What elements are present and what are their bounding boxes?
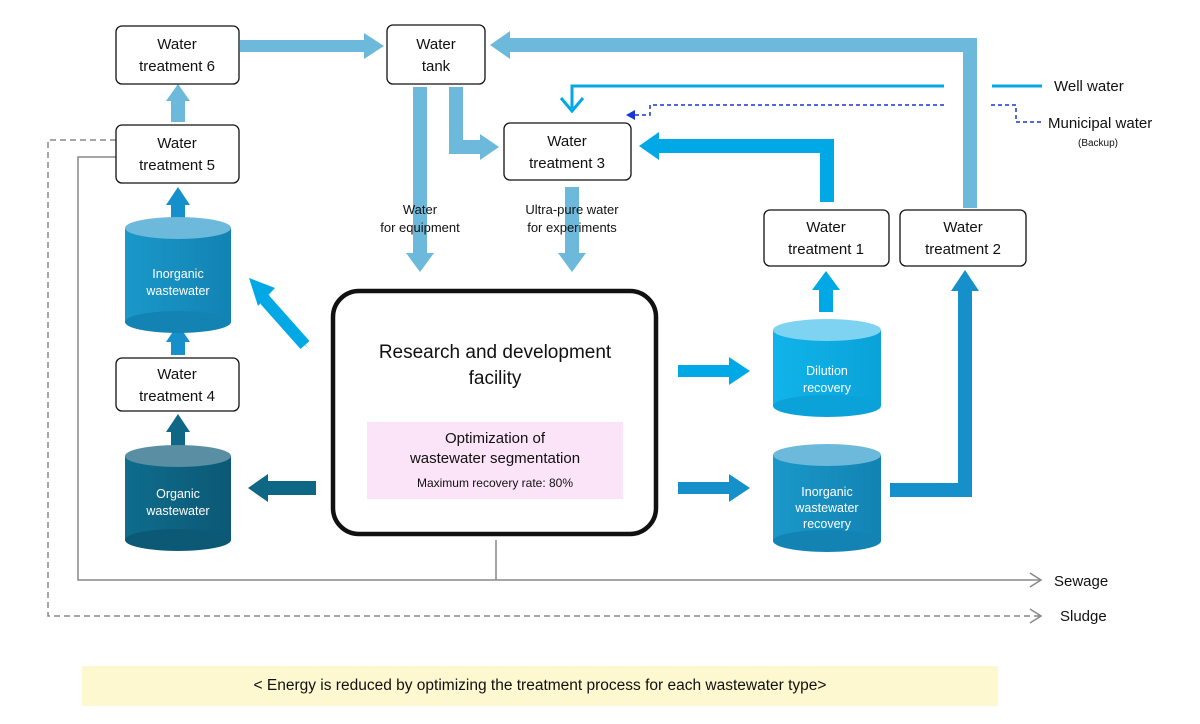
- legend-well-water: Well water: [1054, 78, 1124, 95]
- municipal-water-line: [626, 104, 944, 120]
- organic-wastewater-cylinder: Organic wastewater: [125, 445, 231, 551]
- legend: Well water Municipal water (Backup) Sewa…: [991, 78, 1152, 625]
- legend-sewage: Sewage: [1054, 573, 1108, 590]
- inorg-recovery-label-3: recovery: [803, 517, 852, 531]
- dilution-recovery-cylinder: Dilution recovery: [773, 319, 881, 417]
- legend-municipal-water: Municipal water: [1048, 115, 1152, 132]
- sludge-line: [47, 139, 1043, 624]
- wt6-to-tank-arrow: [240, 33, 384, 59]
- ultrapure-label-2: for experiments: [527, 220, 617, 235]
- water-tank-box: Water tank: [386, 24, 486, 85]
- wt3-to-facility-arrow: [558, 187, 586, 272]
- facility-to-dilution-arrow: [678, 357, 750, 385]
- dilution-label-1: Dilution: [806, 364, 848, 378]
- wt1-line-2: treatment 1: [788, 241, 864, 258]
- wt2-line-2: treatment 2: [925, 241, 1001, 258]
- dilution-label-2: recovery: [803, 381, 852, 395]
- water-treatment-4-box: Water treatment 4: [115, 357, 240, 412]
- wt5-line-1: Water: [157, 135, 196, 152]
- inorg-recovery-label-1: Inorganic: [801, 485, 852, 499]
- organic-label-1: Organic: [156, 487, 200, 501]
- facility-to-organic-arrow: [248, 474, 316, 502]
- facility-title-2: facility: [469, 368, 522, 389]
- wt3-line-2: treatment 3: [529, 155, 605, 172]
- inorganic-recovery-cylinder: Inorganic wastewater recovery: [773, 444, 881, 552]
- water-treatment-6-box: Water treatment 6: [115, 25, 240, 85]
- tank-to-equipment-arrow: [406, 87, 434, 272]
- wt4-line-1: Water: [157, 366, 196, 383]
- inorganic-wastewater-cylinder: Inorganic wastewater: [125, 217, 231, 333]
- tank-to-wt3-arrow: [449, 87, 499, 160]
- inorganic-to-wt5-arrow: [166, 187, 190, 219]
- wt3-line-1: Water: [547, 133, 586, 150]
- optimization-line-1: Optimization of: [445, 430, 546, 447]
- facility-to-inorganic-recovery-arrow: [678, 474, 750, 502]
- recovery-rate: Maximum recovery rate: 80%: [417, 476, 573, 490]
- water-treatment-3-box: Water treatment 3: [503, 122, 632, 181]
- wt4-line-2: treatment 4: [139, 388, 215, 405]
- tank-line-1: Water: [416, 36, 455, 53]
- inorganic-label-1: Inorganic: [152, 267, 203, 281]
- inorg-recovery-label-2: wastewater: [794, 501, 858, 515]
- facility-title-1: Research and development: [379, 342, 612, 363]
- wt6-line-2: treatment 6: [139, 58, 215, 75]
- optimization-line-2: wastewater segmentation: [409, 450, 580, 467]
- water-treatment-2-box: Water treatment 2: [899, 209, 1027, 267]
- wt2-line-1: Water: [943, 219, 982, 236]
- wt5-to-wt6-arrow: [166, 84, 190, 122]
- water-treatment-5-box: Water treatment 5: [115, 124, 240, 184]
- wt6-line-1: Water: [157, 36, 196, 53]
- sewage-line: [77, 156, 1043, 588]
- footer-note: < Energy is reduced by optimizing the tr…: [82, 666, 998, 706]
- wt1-line-1: Water: [806, 219, 845, 236]
- legend-sludge: Sludge: [1060, 608, 1107, 625]
- water-treatment-1-box: Water treatment 1: [763, 209, 890, 267]
- equipment-label-1: Water: [403, 202, 438, 217]
- wt5-line-2: treatment 5: [139, 157, 215, 174]
- equipment-label-2: for equipment: [380, 220, 460, 235]
- dilution-to-wt1-arrow: [812, 271, 840, 312]
- inorganic-label-2: wastewater: [145, 284, 209, 298]
- legend-backup: (Backup): [1078, 138, 1118, 149]
- optimization-highlight: [367, 422, 623, 499]
- wt1-to-wt3-arrow: [639, 132, 834, 202]
- well-water-line: [559, 84, 944, 114]
- organic-to-wt4-arrow: [166, 414, 190, 446]
- organic-label-2: wastewater: [145, 504, 209, 518]
- research-facility-box: Research and development facility Optimi…: [330, 288, 659, 537]
- ultrapure-label-1: Ultra-pure water: [525, 202, 619, 217]
- facility-to-inorganic-arrow: [249, 278, 310, 349]
- tank-line-2: tank: [422, 58, 451, 75]
- inorganic-recovery-to-wt2-arrow: [890, 270, 979, 497]
- wt2-to-tank-arrow: [490, 31, 977, 208]
